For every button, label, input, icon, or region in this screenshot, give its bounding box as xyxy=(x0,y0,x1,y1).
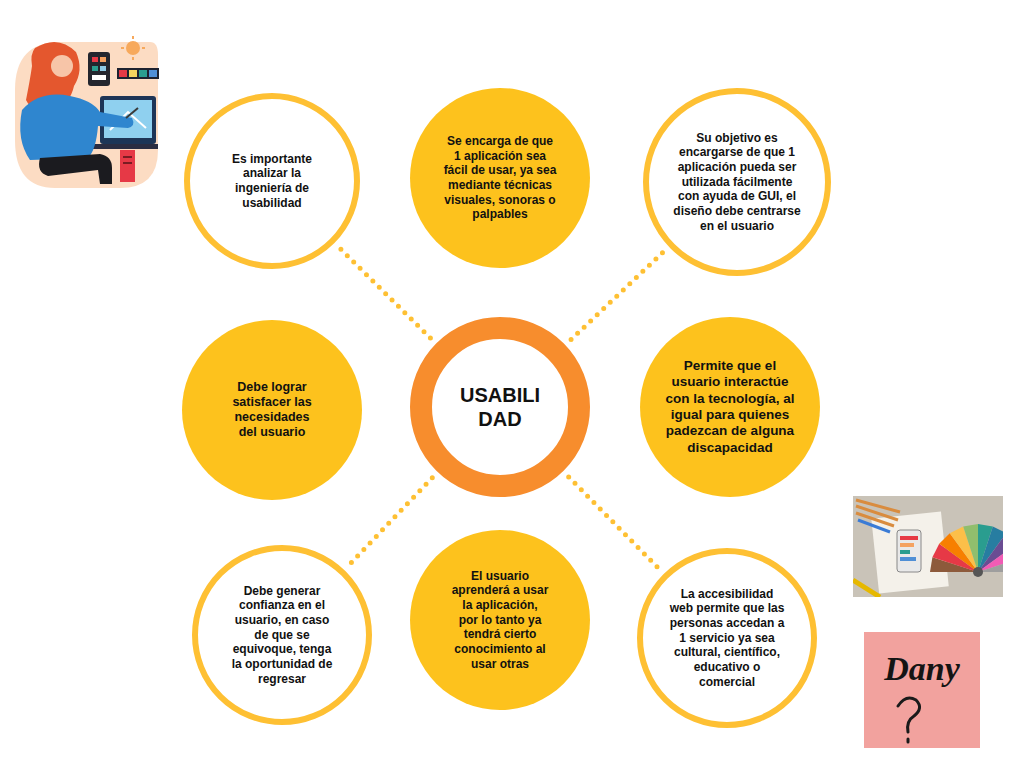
tablet xyxy=(88,52,110,86)
idea-text: El usuario aprenderá a usar la aplicació… xyxy=(451,569,549,671)
sticky-note xyxy=(864,632,980,748)
dotted-connector xyxy=(571,252,663,339)
circle-shape xyxy=(182,320,362,500)
circle-shape xyxy=(187,96,357,266)
fan-pivot xyxy=(973,567,983,577)
phone-bar xyxy=(900,557,916,561)
illustration-ground xyxy=(15,42,158,188)
idea-text: Se encarga de que 1 aplicación sea fácil… xyxy=(443,134,557,222)
note-text: Dany xyxy=(864,650,980,688)
dotted-connector xyxy=(569,477,659,568)
text-group: Debe generar confianza en el usuario, en… xyxy=(231,584,333,686)
idea-circle: El usuario aprenderá a usar la aplicació… xyxy=(410,530,590,710)
swatch xyxy=(139,70,147,77)
tablet-icon xyxy=(92,57,98,62)
tablet-icon xyxy=(100,66,106,71)
central-title: USABILIDAD xyxy=(455,383,545,432)
text-group: El usuario aprenderá a usar la aplicació… xyxy=(451,569,549,671)
sun-icon xyxy=(126,41,140,55)
connector-line xyxy=(350,478,433,564)
idea-text: Permite que el usuario interactúe con la… xyxy=(665,358,795,457)
swatch xyxy=(129,70,137,77)
swatch xyxy=(119,70,127,77)
idea-circle: Debe lograr satisfacer las necesidades d… xyxy=(182,320,362,500)
sweater xyxy=(20,95,133,160)
central-circle: USABILIDAD xyxy=(410,317,590,497)
ruler xyxy=(853,580,880,597)
tablet-icon xyxy=(100,57,106,62)
connector-line xyxy=(571,252,663,339)
connector-line xyxy=(569,477,659,568)
designer-illustration xyxy=(15,36,159,188)
sun-rays xyxy=(121,36,145,60)
idea-text: Es importante analizar la ingeniería de … xyxy=(227,152,317,211)
circle-shape xyxy=(640,551,814,725)
idea-circle: Permite que el usuario interactúe con la… xyxy=(640,317,820,497)
tower-detail xyxy=(123,162,132,164)
design-photo xyxy=(853,496,1003,597)
text-group: La accesibilidad web permite que las per… xyxy=(668,587,786,689)
circle-shape xyxy=(646,91,828,273)
swatch-strip xyxy=(117,68,159,79)
face xyxy=(51,55,73,77)
circle-shape xyxy=(410,88,590,268)
idea-text: Su objetivo es encargarse de que 1 aplic… xyxy=(672,131,802,233)
swatch xyxy=(149,70,157,77)
circle-shape xyxy=(640,317,820,497)
phone-bar xyxy=(900,543,914,547)
circle-shape xyxy=(421,328,579,486)
idea-text: Debe lograr satisfacer las necesidades d… xyxy=(227,380,317,441)
text-group: Es importante analizar la ingeniería de … xyxy=(227,152,317,211)
idea-circle: Su objetivo es encargarse de que 1 aplic… xyxy=(643,88,831,276)
phone xyxy=(897,530,921,572)
text-group: Se encarga de que 1 aplicación sea fácil… xyxy=(443,134,557,222)
question-doodle xyxy=(898,698,920,742)
idea-circle: La accesibilidad web permite que las per… xyxy=(637,548,817,728)
tablet-icon xyxy=(92,66,98,71)
text-group: Debe lograr satisfacer las necesidades d… xyxy=(227,380,317,441)
dotted-connector xyxy=(340,249,430,338)
phone-bar xyxy=(900,536,918,540)
idea-text: Debe generar confianza en el usuario, en… xyxy=(231,584,333,686)
idea-circle: Debe generar confianza en el usuario, en… xyxy=(192,545,372,725)
photo-ground xyxy=(853,496,1003,597)
connector-line xyxy=(340,249,430,338)
fan-strip xyxy=(963,524,978,572)
idea-circle: Se encarga de que 1 aplicación sea fácil… xyxy=(410,88,590,268)
text-group: Su objetivo es encargarse de que 1 aplic… xyxy=(672,131,802,233)
dotted-connector xyxy=(350,478,433,564)
desk xyxy=(90,144,158,149)
idea-text: La accesibilidad web permite que las per… xyxy=(668,587,786,689)
stylus xyxy=(126,108,138,118)
circle-shape xyxy=(195,548,369,722)
phone-bar xyxy=(900,550,910,554)
tower-detail xyxy=(123,156,132,158)
trousers xyxy=(39,154,112,184)
idea-circle: Es importante analizar la ingeniería de … xyxy=(184,93,360,269)
tablet-icon xyxy=(92,75,106,80)
text-group: USABILIDAD xyxy=(455,383,545,432)
circle-shape xyxy=(410,530,590,710)
circle-outline xyxy=(410,317,590,497)
text-group: Permite que el usuario interactúe con la… xyxy=(665,358,795,457)
computer-tower xyxy=(120,150,135,182)
pencil xyxy=(858,520,890,532)
